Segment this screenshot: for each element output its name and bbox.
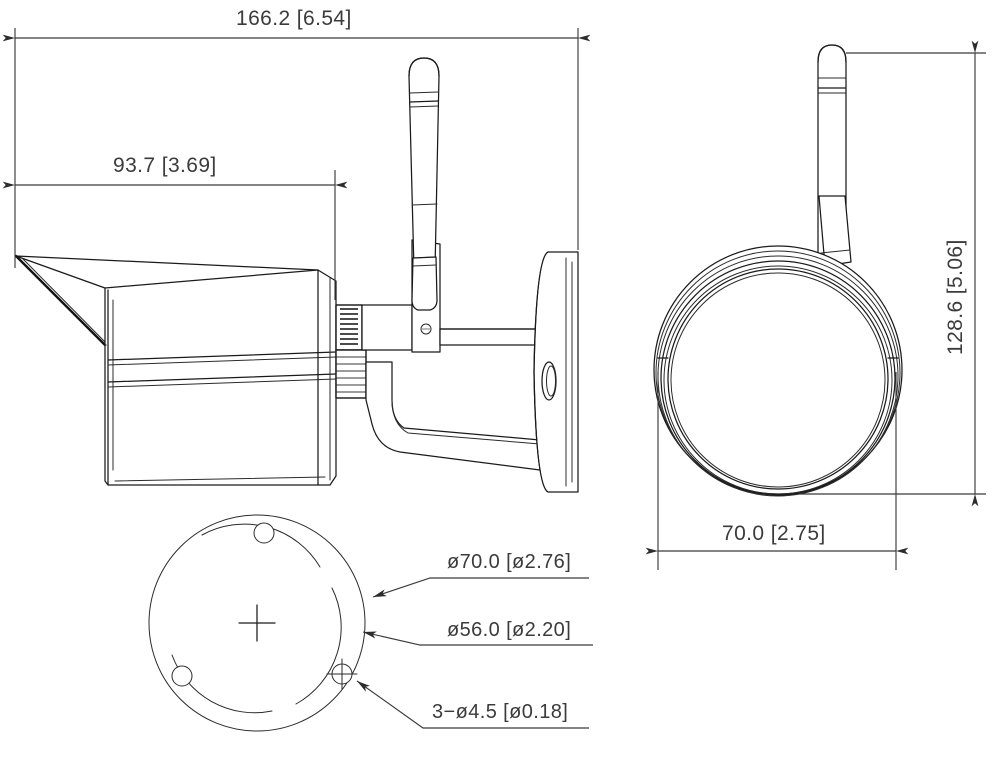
antenna-side xyxy=(408,57,440,311)
bracket-arm xyxy=(439,328,541,346)
hole-crosshair xyxy=(326,658,358,690)
dim-body-length-label: 93.7 [3.69] xyxy=(113,154,217,177)
base-callouts: ø70.0 [ø2.76] ø56.0 [ø2.20] 3−ø4.5 [ø0.1… xyxy=(356,551,593,729)
wall-mount-plate xyxy=(533,251,579,493)
base-view xyxy=(148,514,366,732)
dim-body-width-label: 70.0 [2.75] xyxy=(722,522,826,545)
dim-overall-length-label: 166.2 [6.54] xyxy=(236,7,352,30)
side-view xyxy=(14,57,579,493)
callout-bolt-circle-label: ø56.0 [ø2.20] xyxy=(447,619,571,641)
front-view xyxy=(653,44,903,497)
bracket-upper-arm xyxy=(361,304,419,351)
gimbal-knurled-nut xyxy=(335,304,363,351)
front-lens-rings xyxy=(653,245,903,497)
dim-overall-height-label: 128.6 [5.06] xyxy=(944,239,967,355)
center-crosshair xyxy=(238,604,276,642)
knurl-lines xyxy=(340,308,358,345)
leader-bolt-circle xyxy=(362,631,593,646)
callout-outer-diameter-label: ø70.0 [ø2.76] xyxy=(447,551,571,573)
callout-mounting-holes-label: 3−ø4.5 [ø0.18] xyxy=(432,701,568,723)
leader-mounting-holes xyxy=(356,680,589,729)
side-view-dimensions: 166.2 [6.54] 93.7 [3.69] xyxy=(2,7,591,300)
leader-outer-diameter xyxy=(372,577,589,598)
mounting-hole-top xyxy=(253,522,275,544)
antenna-front xyxy=(817,44,852,267)
mounting-hole-left xyxy=(171,665,193,687)
camera-body xyxy=(104,269,337,486)
front-view-dimensions: 128.6 [5.06] 70.0 [2.75] xyxy=(645,40,986,570)
gimbal-ribbed-collar xyxy=(335,349,367,399)
